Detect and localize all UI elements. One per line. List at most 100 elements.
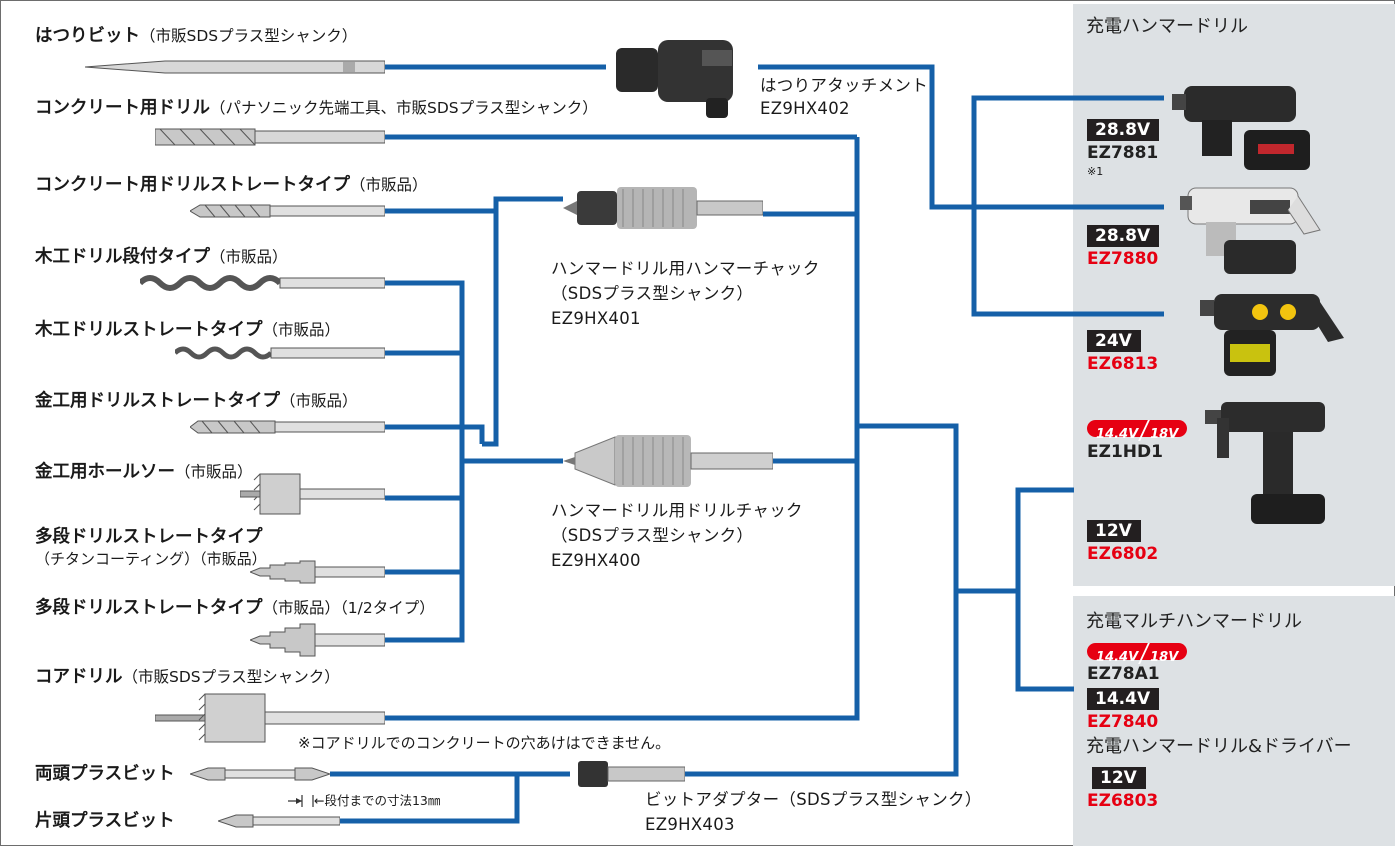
line-bit-adapter-out [685, 591, 959, 777]
drill-chuck-name: ハンマードリル用ドリルチャック [551, 501, 803, 520]
ez1hd1-voltage-a: 14.4V [1096, 427, 1139, 442]
core-drill-warning: ※コアドリルでのコンクリートの穴あけはできません。 [298, 734, 671, 752]
ez7881-model: EZ7881 [1087, 143, 1159, 163]
wood-straight-image [175, 346, 385, 360]
ez6803-voltage: 12V [1092, 767, 1146, 789]
single-plus-label: 片頭プラスビット [35, 811, 175, 831]
hole-saw-image [240, 473, 385, 515]
core-drill-note: （市販SDSプラス型シャンク） [122, 668, 340, 686]
ez7880-image [1180, 187, 1321, 274]
line-right-spine [385, 137, 860, 721]
ez78a1-voltage-b: 18V [1150, 650, 1179, 665]
chisel-attachment-name: はつりアタッチメント [760, 76, 928, 95]
double-plus-label: 両頭プラスビット [35, 764, 175, 784]
bit-adapter-name: ビットアダプター（SDSプラス型シャンク） [645, 790, 982, 809]
chisel-attachment-model: EZ9HX402 [760, 99, 850, 118]
hammer-chuck-name: ハンマードリル用ハンマーチャック [551, 259, 820, 278]
line-chisel-attachment-out [758, 64, 974, 210]
line-plus-bits [330, 771, 520, 824]
concrete-drill-image [155, 128, 385, 146]
core-drill-image [155, 693, 385, 743]
hammer-chuck-sub: （SDSプラス型シャンク） [551, 284, 754, 303]
ez6802-model: EZ6802 [1087, 544, 1159, 564]
concrete-straight-name: コンクリート用ドリルストレートタイプ [35, 175, 350, 195]
ez7880-model: EZ7880 [1087, 249, 1159, 269]
drill-chuck-sub: （SDSプラス型シャンク） [551, 526, 754, 545]
chisel-bit-label: はつりビット（市販SDSプラス型シャンク） [35, 26, 357, 46]
ez78a1-voltage-badge: 14.4V 18V [1087, 643, 1188, 665]
hammer-drill-title: 充電ハンマードリル [1086, 16, 1248, 37]
ez7840-model: EZ7840 [1087, 712, 1159, 732]
step-drill-half-name: 多段ドリルストレートタイプ [35, 598, 263, 618]
drill-chuck-model: EZ9HX400 [551, 551, 641, 570]
step-drill-half-note: （市販品）（1/2タイプ） [262, 599, 435, 617]
metal-straight-note: （市販品） [280, 392, 358, 410]
chisel-attachment-image [616, 40, 733, 118]
concrete-drill-note: （パナソニック先端工具、市販SDSプラス型シャンク） [210, 99, 598, 117]
drill-chuck-image [563, 435, 773, 487]
multi-hammer-drill-panel [1073, 596, 1395, 846]
metal-straight-image [190, 420, 385, 434]
ez7881-footnote: ※1 [1087, 165, 1104, 178]
ez78a1-model: EZ78A1 [1087, 664, 1160, 684]
core-drill-label: コアドリル（市販SDSプラス型シャンク） [35, 667, 340, 687]
line-hammer-chuck-in [493, 196, 563, 211]
metal-straight-label: 金工用ドリルストレートタイプ（市販品） [35, 391, 358, 411]
ez7881-voltage: 28.8V [1087, 119, 1160, 141]
wood-stepped-note: （市販品） [210, 248, 288, 266]
ez1hd1-image [1205, 402, 1325, 524]
ez78a1-voltage-a: 14.4V [1096, 650, 1139, 665]
ez6813-image [1200, 294, 1344, 376]
hole-saw-name: 金工用ホールソー [35, 462, 175, 482]
step-drill-image [250, 560, 385, 584]
chisel-bit-name: はつりビット [35, 26, 140, 46]
hammer-drill-driver-title: 充電ハンマードリル&ドライバー [1086, 736, 1352, 757]
line-concrete-straight [385, 208, 499, 447]
bit-adapter-model: EZ9HX403 [645, 815, 735, 834]
dimension-note: ←段付までの寸法13㎜ [314, 793, 441, 808]
ez6813-model: EZ6813 [1087, 354, 1159, 374]
hole-saw-note: （市販品） [175, 463, 253, 481]
wood-straight-note: （市販品） [262, 321, 341, 339]
ez7840-voltage: 14.4V [1087, 688, 1160, 710]
wood-stepped-name: 木工ドリル段付タイプ [35, 247, 210, 267]
metal-straight-name: 金工用ドリルストレートタイプ [35, 391, 280, 411]
dimension-arrow [288, 795, 314, 807]
ez1hd1-voltage-badge: 14.4V 18V [1087, 420, 1188, 442]
bit-adapter-image [578, 761, 685, 787]
concrete-straight-note: （市販品） [350, 176, 428, 194]
wood-stepped-label: 木工ドリル段付タイプ（市販品） [35, 247, 288, 267]
ez1hd1-voltage-b: 18V [1150, 427, 1179, 442]
ez7880-voltage: 28.8V [1087, 225, 1160, 247]
wood-straight-name: 木工ドリルストレートタイプ [35, 320, 263, 340]
line-spine-to-group [857, 423, 959, 591]
step-drill-half-label: 多段ドリルストレートタイプ（市販品）（1/2タイプ） [35, 598, 435, 618]
line-metal-straight [385, 424, 485, 444]
hole-saw-label: 金工用ホールソー（市販品） [35, 462, 253, 482]
ez6802-voltage: 12V [1087, 520, 1141, 542]
ez1hd1-model: EZ1HD1 [1087, 442, 1163, 462]
concrete-straight-label: コンクリート用ドリルストレートタイプ（市販品） [35, 175, 428, 195]
step-drill-sub: （チタンコーティング）（市販品） [35, 550, 267, 568]
step-drill-half-image [250, 623, 385, 657]
chisel-bit-note: （市販SDSプラス型シャンク） [140, 27, 358, 45]
wood-straight-label: 木工ドリルストレートタイプ（市販品） [35, 320, 340, 340]
ez7881-image [1172, 86, 1310, 170]
single-plus-bit-image [218, 814, 340, 828]
concrete-drill-name: コンクリート用ドリル [35, 98, 210, 118]
step-drill-label: 多段ドリルストレートタイプ [35, 527, 263, 547]
wood-stepped-image [140, 275, 385, 291]
line-lower-bracket [1015, 487, 1074, 692]
chisel-bit-image [85, 60, 385, 74]
ez6813-voltage: 24V [1087, 330, 1141, 352]
concrete-straight-image [190, 204, 385, 218]
hammer-chuck-model: EZ9HX401 [551, 309, 641, 328]
ez6803-model: EZ6803 [1087, 791, 1159, 811]
core-drill-name: コアドリル [35, 667, 123, 687]
multi-hammer-drill-title: 充電マルチハンマードリル [1086, 611, 1302, 632]
double-plus-bit-image [190, 767, 330, 781]
line-wood-stepped [385, 280, 465, 643]
hammer-chuck-image [563, 187, 763, 229]
